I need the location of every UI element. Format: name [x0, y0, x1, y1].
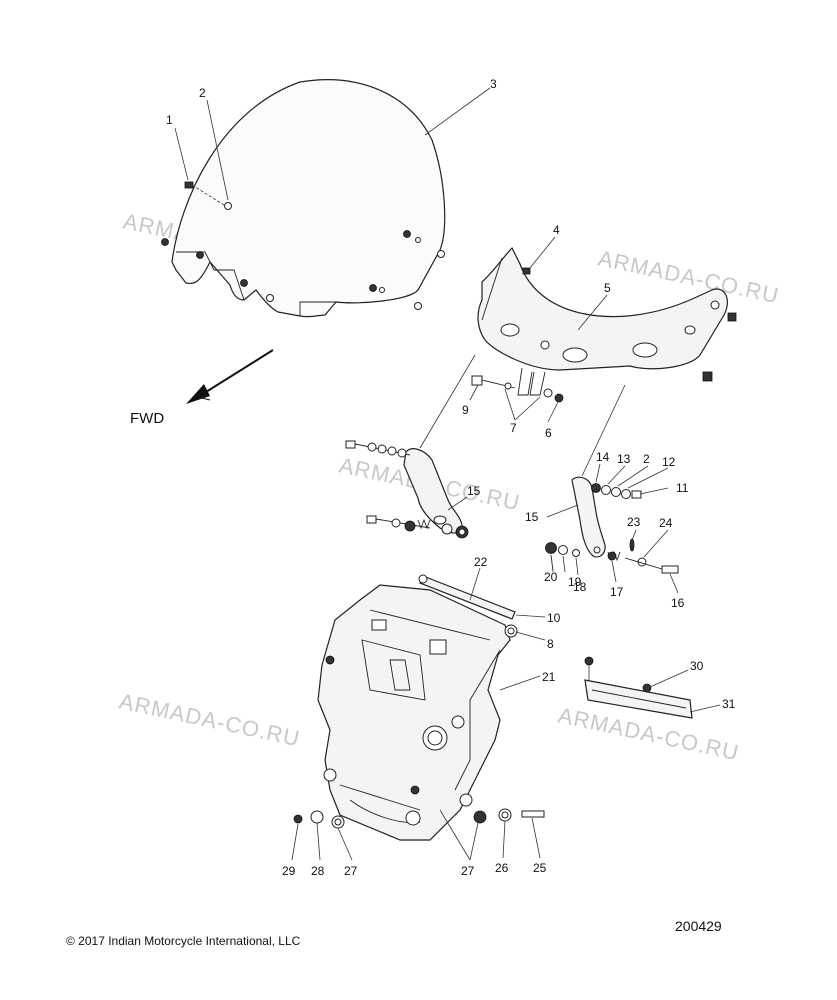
callout-label: 24: [659, 516, 673, 530]
callout-label: 27: [344, 864, 358, 878]
callout-label: 13: [617, 452, 631, 466]
callout-label: 14: [596, 450, 610, 464]
diagram-id: 200429: [675, 918, 722, 934]
callout-label: 16: [671, 596, 685, 610]
trim-strip: [584, 656, 693, 719]
callouts: 1 2 3 4 5 9 7 6 15 14 13 2 12 11 15 23 2…: [166, 77, 736, 878]
callout-label: 21: [542, 670, 556, 684]
watermark: ARMADA-CO.RU: [117, 688, 303, 751]
lower-hardware: [293, 808, 545, 829]
watermark: ARMADA-CO.RU: [556, 702, 742, 765]
callout-label: 7: [510, 421, 517, 435]
callout-label: 30: [690, 659, 704, 673]
callout-label: 18: [573, 580, 587, 594]
callout-label: 31: [722, 697, 736, 711]
callout-label: 10: [547, 611, 561, 625]
callout-label: 23: [627, 515, 641, 529]
leader-lines: [174, 87, 721, 861]
copyright-notice: © 2017 Indian Motorcycle International, …: [66, 934, 301, 948]
callout-label: 2: [199, 86, 206, 100]
watermark: ARMADA-CO.RU: [596, 245, 782, 308]
callout-label: 11: [676, 481, 689, 495]
callout-label: 27: [461, 864, 475, 878]
left-arm-assembly: [345, 440, 469, 539]
callout-label: 6: [545, 426, 552, 440]
callout-label: 5: [604, 281, 611, 295]
callout-label: 4: [553, 223, 560, 237]
callout-label: 8: [547, 637, 554, 651]
callout-label: 29: [282, 864, 296, 878]
callout-label: 15: [525, 510, 539, 524]
callout-label: 2: [643, 452, 650, 466]
rod: [418, 574, 516, 620]
forward-label: FWD: [130, 410, 164, 427]
callout-label: 12: [662, 455, 676, 469]
callout-label: 15: [467, 484, 481, 498]
callout-label: 28: [311, 864, 325, 878]
forward-arrow-icon: [186, 349, 274, 404]
callout-label: 1: [166, 113, 173, 127]
callout-label: 20: [544, 570, 558, 584]
callout-label: 19: [568, 575, 582, 589]
windshield: [161, 79, 446, 318]
mount-bracket: [471, 246, 737, 403]
callout-label: 26: [495, 861, 509, 875]
right-arm-assembly: [545, 476, 679, 574]
callout-label: 25: [533, 861, 547, 875]
callout-label: 3: [490, 77, 497, 91]
callout-label: 9: [462, 403, 469, 417]
frame-support: [317, 584, 518, 841]
callout-label: 17: [610, 585, 624, 599]
callout-label: 22: [474, 555, 488, 569]
